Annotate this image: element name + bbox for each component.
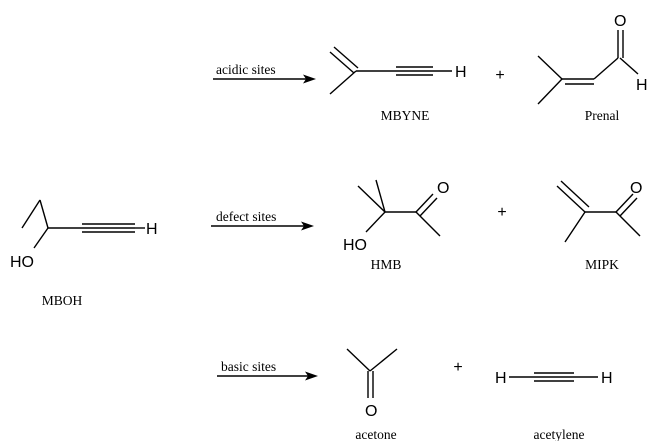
- prenal-structure: O H: [537, 13, 648, 105]
- condition-basic-sites: basic sites: [221, 359, 276, 374]
- acetylene-label: acetylene: [534, 427, 585, 441]
- plus-sign-acidic: +: [495, 67, 504, 84]
- arrow-acidic: [213, 74, 316, 84]
- mipk-o-atom: O: [630, 180, 642, 197]
- mboh-structure: H HO: [10, 199, 158, 271]
- arrow-defect: [211, 221, 314, 231]
- mbyne-h-atom: H: [455, 64, 467, 81]
- hmb-label: HMB: [371, 257, 402, 272]
- condition-acidic-sites: acidic sites: [216, 62, 276, 77]
- mboh-label: MBOH: [42, 293, 83, 308]
- mbyne-structure: H: [329, 46, 467, 95]
- hmb-o-atom: O: [437, 180, 449, 197]
- condition-defect-sites: defect sites: [216, 209, 276, 224]
- acetone-o-atom: O: [365, 403, 377, 420]
- plus-sign-defect: +: [497, 204, 506, 221]
- mboh-h-atom: H: [146, 221, 158, 238]
- mbyne-label: MBYNE: [381, 108, 430, 123]
- hmb-oh-group: HO: [343, 237, 367, 254]
- mipk-structure: O: [556, 180, 642, 243]
- prenal-label: Prenal: [585, 108, 620, 123]
- prenal-h-atom: H: [636, 77, 648, 94]
- hmb-structure: HO O: [343, 179, 449, 254]
- acetylene-h-atom-left: H: [495, 370, 507, 387]
- prenal-o-atom: O: [614, 13, 626, 30]
- acetylene-structure: H H: [495, 370, 613, 387]
- acetone-structure: O: [346, 348, 398, 420]
- acetone-label: acetone: [355, 427, 396, 441]
- arrow-basic: [217, 371, 318, 381]
- acetylene-h-atom-right: H: [601, 370, 613, 387]
- mboh-oh-group: HO: [10, 254, 34, 271]
- plus-sign-basic: +: [453, 359, 462, 376]
- mipk-label: MIPK: [585, 257, 619, 272]
